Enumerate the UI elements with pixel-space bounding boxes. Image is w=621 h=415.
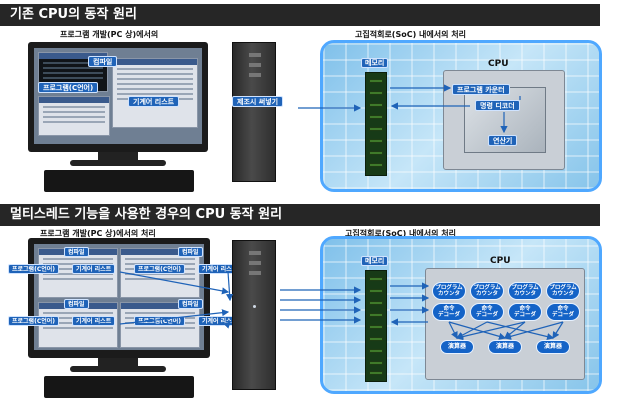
bottom-alu-1: 演算器 [440,340,474,354]
bottom-instruction-decoder-4: 命令 デコーダ [546,303,580,321]
bottom-window-arrow-2 [225,271,234,302]
top-source-window [38,96,110,136]
bottom-section-banner: 멀티스레드 기능을 사용한 경우의 CPU 동작 원리 [0,204,600,226]
bottom-program-counter-1: プログラム カウンタ [432,282,466,300]
bottom-compile-label-1: 컴파일 [64,247,89,257]
bottom-instruction-decoder-3: 命令 デコーダ [508,303,542,321]
top-monitor [28,42,208,152]
bottom-pc-tower [232,240,276,390]
bottom-instruction-decoder-1: 命令 デコーダ [432,303,466,321]
top-instruction-decoder: 명령 디코더 [475,100,520,111]
top-program-counter: 프로그램 카운터 [452,84,510,95]
top-alu: 연산기 [488,135,518,146]
bottom-soc-title: 고집적회로(SoC) 내에서의 처리 [345,229,456,238]
bottom-compile-label-4: 컴파일 [178,299,203,309]
top-soc-title: 고집적회로(SoC) 내에서의 처리 [355,30,466,39]
bottom-machine-code-label-3: 기계어 리스트 [72,316,116,326]
bottom-program-counter-2: プログラム カウンタ [470,282,504,300]
top-listing-window [112,58,198,128]
top-memory-label: 메모리 [361,58,389,68]
bottom-memory-label: 메모리 [361,256,389,266]
bottom-alu-2: 演算器 [488,340,522,354]
top-keyboard [44,170,194,192]
bottom-compile-label-3: 컴파일 [64,299,89,309]
top-monitor-stand [98,152,138,162]
bottom-program-c-label-3: 프로그램(C언어) [8,316,60,326]
bottom-cpu-label: CPU [490,256,511,266]
bottom-keyboard [44,376,194,398]
top-machine-code-label: 기계어 리스트 [128,96,180,107]
top-program-c-label: 프로그램(C언어) [38,82,99,93]
top-section-banner: 기존 CPU의 동작 원리 [0,4,600,26]
top-monitor-base [70,160,166,166]
bottom-program-c-label-2: 프로그램(C언어) [134,264,186,274]
bottom-instruction-decoder-2: 命令 デコーダ [470,303,504,321]
top-compile-label: 컴파일 [88,56,118,67]
bottom-monitor-screen [34,244,204,350]
top-cpu-label: CPU [488,59,509,69]
top-memory-module [365,72,387,176]
bottom-program-c-label-1: 프로그램(C언어) [8,264,60,274]
bottom-monitor-stand [98,358,138,368]
bottom-monitor-base [70,366,166,372]
top-manufacture-write-label: 제조시 써넣기 [232,96,284,107]
bottom-memory-module [365,270,387,382]
top-pc-tower [232,42,276,182]
bottom-compile-label-2: 컴파일 [178,247,203,257]
top-pc-title: 프로그램 개발(PC 상)에서의 [60,30,159,39]
bottom-program-c-label-4: 프로그램(C언어) [134,316,186,326]
bottom-pc-title: 프로그램 개발(PC 상)에서의 처리 [40,229,156,238]
bottom-alu-3: 演算器 [536,340,570,354]
bottom-program-counter-4: プログラム カウンタ [546,282,580,300]
bottom-machine-code-label-1: 기계어 리스트 [72,264,116,274]
bottom-program-counter-3: プログラム カウンタ [508,282,542,300]
